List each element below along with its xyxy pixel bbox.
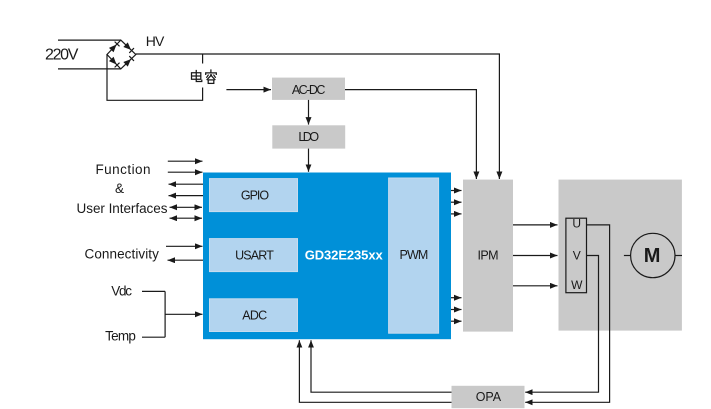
svg-text:OPA: OPA [476, 390, 502, 404]
svg-text:IPM: IPM [477, 249, 498, 263]
svg-text:User Interfaces: User Interfaces [77, 201, 168, 216]
svg-text:AC-DC: AC-DC [292, 83, 326, 97]
svg-text:W: W [571, 278, 583, 292]
svg-text:Connectivity: Connectivity [85, 247, 160, 262]
svg-text:&: & [115, 181, 124, 196]
svg-text:LDO: LDO [298, 130, 319, 144]
svg-text:U: U [572, 217, 581, 231]
svg-text:PWM: PWM [400, 248, 429, 262]
svg-text:220V: 220V [45, 46, 79, 63]
svg-text:GD32E235xx: GD32E235xx [305, 248, 384, 263]
svg-text:Vdc: Vdc [111, 284, 132, 299]
svg-text:Function: Function [95, 162, 150, 177]
svg-text:M: M [644, 245, 661, 267]
svg-text:GPIO: GPIO [241, 189, 270, 203]
svg-text:V: V [573, 249, 581, 263]
svg-text:Temp: Temp [105, 329, 136, 344]
svg-text:HV: HV [146, 33, 165, 49]
svg-text:USART: USART [235, 249, 274, 263]
svg-text:ADC: ADC [242, 309, 267, 323]
